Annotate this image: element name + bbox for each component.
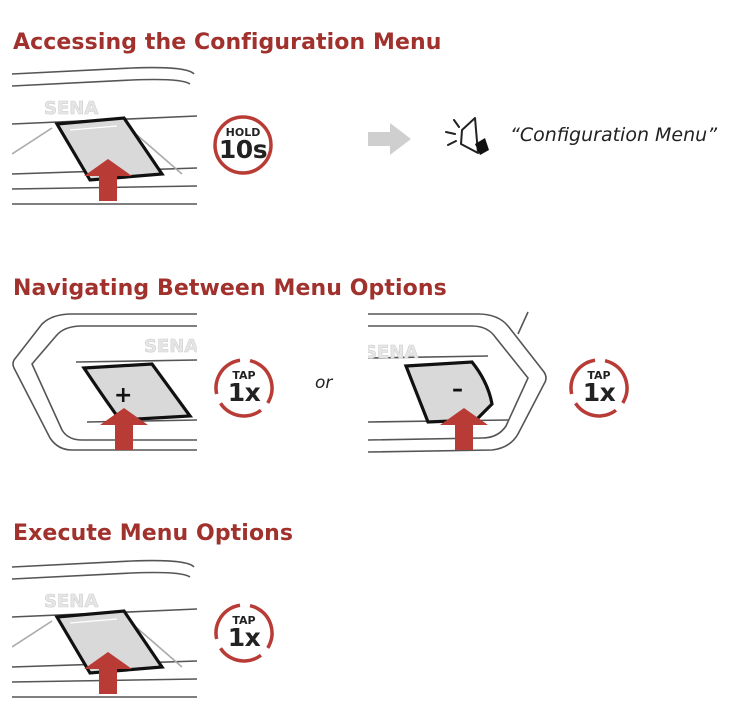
badge-amount: 10s [218, 135, 268, 164]
plus-button [81, 362, 194, 422]
section-title-access: Accessing the Configuration Menu [13, 30, 442, 55]
hold-badge: HOLD 10s [212, 114, 274, 176]
badge-action: TAP [587, 369, 611, 382]
plus-symbol: + [114, 383, 132, 408]
minus-symbol: – [452, 377, 463, 402]
up-arrow-icon [84, 159, 132, 201]
brand-logo-execute: SENA [44, 591, 98, 612]
section-title-navigate: Navigating Between Menu Options [13, 276, 447, 301]
badge-amount: 1x [582, 378, 616, 407]
section-title-execute: Execute Menu Options [13, 521, 294, 546]
device-button-execute [54, 609, 165, 675]
badge-action: TAP [232, 369, 256, 382]
or-separator: or [315, 373, 333, 393]
badge-ring-icon [569, 358, 629, 418]
badge-action: HOLD [225, 126, 261, 139]
minus-button [403, 360, 494, 424]
up-arrow-icon [440, 408, 488, 450]
tap-badge-minus: TAP 1x [568, 357, 630, 419]
device-button-access [54, 116, 165, 182]
voice-prompt-text: “Configuration Menu” [510, 124, 718, 146]
brand-logo-minus: SENA [368, 342, 418, 363]
device-illustration-access: SENA [12, 66, 197, 205]
device-illustration-minus: SENA – [368, 311, 547, 453]
up-arrow-icon [84, 652, 132, 694]
speaker-icon [445, 117, 489, 155]
badge-amount: 1x [227, 623, 261, 652]
badge-ring-icon [213, 115, 273, 175]
badge-ring-icon [214, 603, 274, 663]
device-illustration-plus: SENA + [12, 313, 197, 451]
badge-amount: 1x [227, 378, 261, 407]
brand-logo-plus: SENA [144, 336, 197, 357]
tap-badge-execute: TAP 1x [213, 602, 275, 664]
tap-badge-plus: TAP 1x [213, 357, 275, 419]
badge-action: TAP [232, 614, 256, 627]
device-illustration-execute: SENA [12, 559, 197, 698]
right-arrow-icon [368, 123, 411, 155]
up-arrow-icon [100, 408, 148, 450]
brand-logo-access: SENA [44, 98, 98, 119]
badge-ring-icon [214, 358, 274, 418]
